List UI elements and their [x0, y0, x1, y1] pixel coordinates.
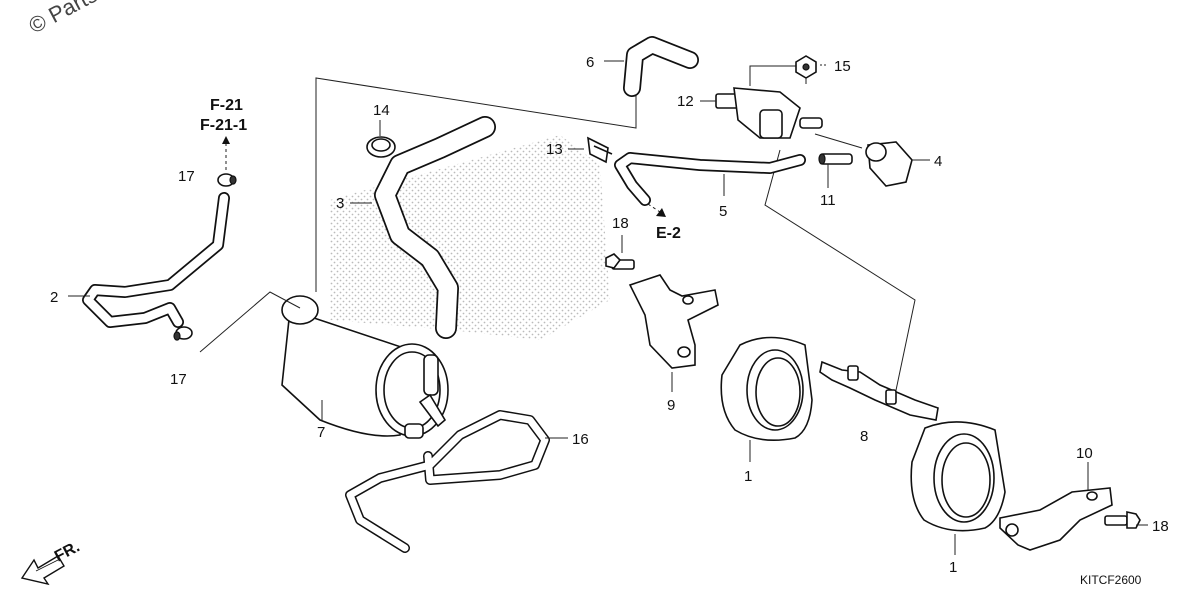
hose-6 — [623, 36, 699, 97]
front-arrow-icon — [20, 555, 65, 586]
hose-5 — [614, 152, 806, 206]
bracket-10 — [999, 487, 1113, 551]
bolt-18-left — [605, 253, 635, 270]
clamp-17-top — [217, 173, 237, 187]
ref-f21-1: F-21-1 — [200, 117, 247, 134]
frame-line-right — [764, 149, 916, 396]
callout-9: 9 — [667, 397, 675, 414]
guard-1-middle — [720, 336, 813, 441]
callout-16: 16 — [572, 431, 589, 448]
callout-1-middle: 1 — [744, 468, 752, 485]
callout-17-top: 17 — [178, 168, 195, 185]
frame-line-top — [315, 77, 637, 292]
ref-e2: E-2 — [656, 225, 681, 242]
nut-15 — [795, 55, 817, 79]
callout-13: 13 — [546, 141, 563, 158]
arrow-e2-ref — [656, 208, 666, 217]
callout-7: 7 — [317, 424, 325, 441]
callout-10: 10 — [1076, 445, 1093, 462]
callout-3: 3 — [336, 195, 344, 212]
callout-18-right: 18 — [1152, 518, 1169, 535]
callout-12: 12 — [677, 93, 694, 110]
ref-f21: F-21 — [210, 97, 243, 114]
callout-8: 8 — [860, 428, 868, 445]
stay-8 — [819, 360, 939, 421]
clip-13 — [587, 136, 613, 164]
guard-1-right — [910, 421, 1006, 532]
cap-4 — [865, 141, 913, 187]
callout-2: 2 — [50, 289, 58, 306]
callout-5: 5 — [719, 203, 727, 220]
callout-11: 11 — [820, 192, 836, 209]
callout-1-right: 1 — [949, 559, 957, 576]
joint-11 — [818, 153, 853, 165]
callout-17-bottom: 17 — [170, 371, 187, 388]
stipple-shading — [330, 135, 610, 340]
hose-16 — [345, 410, 550, 553]
callout-4: 4 — [934, 153, 942, 170]
hose-3 — [374, 116, 496, 339]
diagram-code: KITCF2600 — [1080, 573, 1142, 587]
clamp-14 — [366, 136, 396, 158]
canister-7 — [281, 295, 449, 439]
watermark-text: © Parts — [25, 0, 102, 38]
clamp-17-bottom — [173, 326, 193, 341]
bracket-9 — [628, 274, 719, 369]
hose-2 — [82, 192, 230, 328]
callout-6: 6 — [586, 54, 594, 71]
callout-18-left: 18 — [612, 215, 629, 232]
solenoid-valve-12 — [715, 87, 823, 139]
callout-14: 14 — [373, 102, 390, 119]
callout-15: 15 — [834, 58, 851, 75]
bolt-18-right — [1104, 511, 1141, 529]
arrow-up-ref — [222, 136, 230, 144]
